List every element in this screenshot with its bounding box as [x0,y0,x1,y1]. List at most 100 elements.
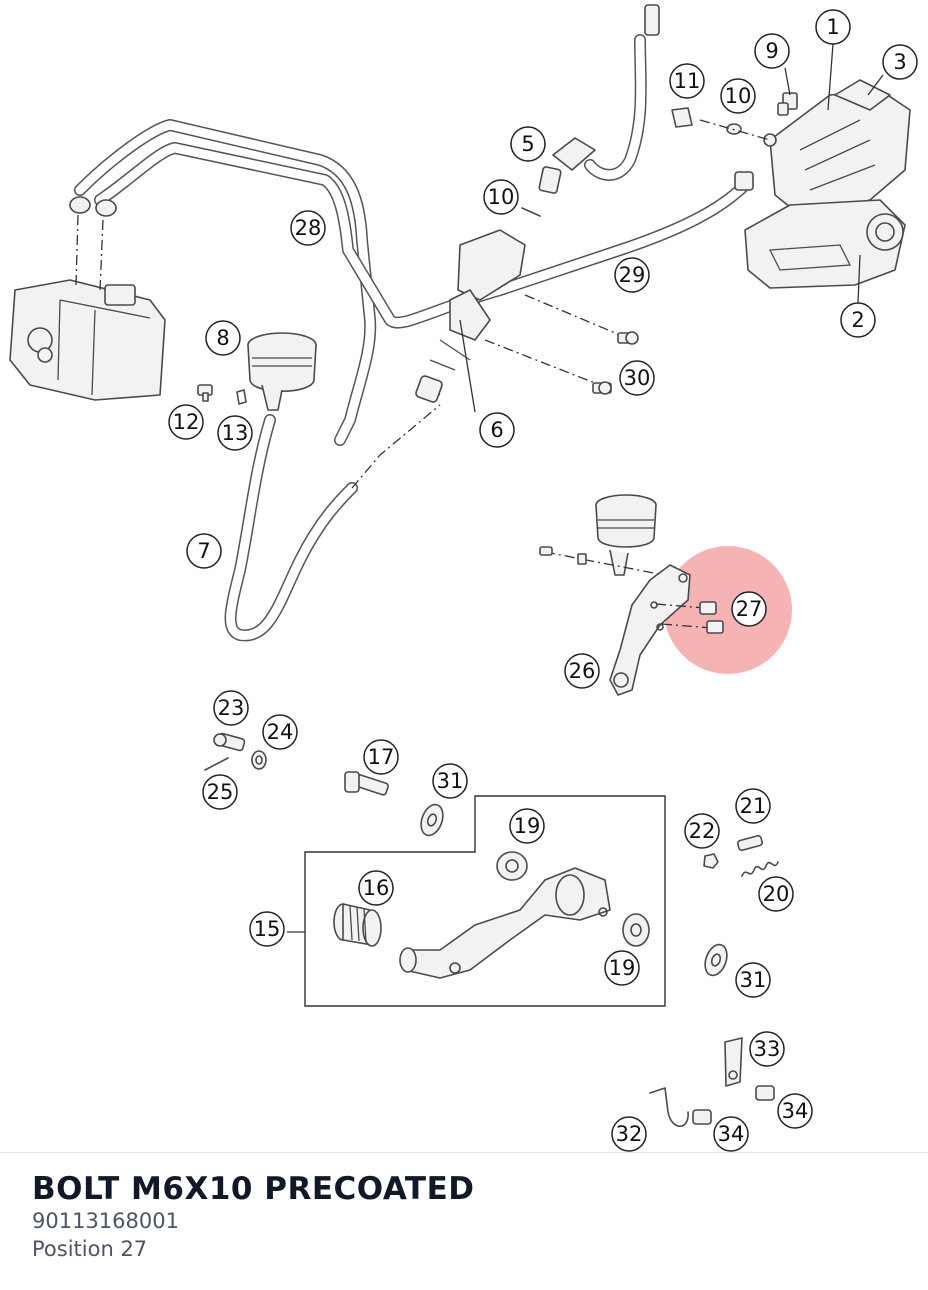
svg-text:32: 32 [616,1122,643,1146]
callout-10-sensor[interactable]: 10 [483,179,519,215]
bolt-23[interactable] [213,732,246,752]
svg-text:2: 2 [851,308,864,332]
caliper-assembly[interactable] [734,79,911,289]
svg-text:8: 8 [216,326,229,350]
pedal-group-15[interactable] [304,795,666,1007]
sensor-5[interactable] [538,137,596,194]
highlight-marker [664,546,792,674]
bolt-21[interactable] [736,834,764,852]
callout-8[interactable]: 8 [205,320,241,356]
callout-32[interactable]: 32 [611,1116,647,1152]
callout-12[interactable]: 12 [168,404,204,440]
svg-text:16: 16 [363,876,390,900]
sensor-cable[interactable] [584,4,660,181]
washer-10[interactable] [699,119,771,141]
callout-13[interactable]: 13 [217,415,253,451]
callout-6[interactable]: 6 [479,412,515,448]
callout-19-bottom[interactable]: 19 [604,950,640,986]
callout-23[interactable]: 23 [213,690,249,726]
callout-19-top[interactable]: 19 [509,808,545,844]
svg-text:34: 34 [782,1099,809,1123]
svg-text:24: 24 [267,720,294,744]
svg-text:31: 31 [437,769,464,793]
bolts-30[interactable] [592,331,639,395]
svg-text:21: 21 [740,794,767,818]
pin-25[interactable] [204,757,229,771]
callout-11[interactable]: 11 [669,63,705,99]
svg-text:33: 33 [754,1037,781,1061]
svg-text:23: 23 [218,696,245,720]
callout-31-top[interactable]: 31 [432,763,468,799]
diagram-canvas: 1 2 3 5 6 7 8 9 10 10 11 12 13 15 16 17 … [9,4,918,1152]
part-title: BOLT M6X10 PRECOATED [32,1171,475,1207]
callout-22[interactable]: 22 [684,813,720,849]
pin-10[interactable] [521,207,541,217]
clamp-33[interactable] [724,1037,743,1087]
clamp-32[interactable] [649,1087,689,1128]
svg-text:22: 22 [689,819,716,843]
clip-13[interactable] [236,389,247,405]
callout-2[interactable]: 2 [840,302,876,338]
svg-text:15: 15 [254,917,281,941]
brake-line-28[interactable] [74,119,751,446]
reservoir-8[interactable] [247,332,317,411]
part-position: Position 27 [32,1237,148,1261]
callout-17[interactable]: 17 [363,739,399,775]
washer-31-bottom[interactable] [701,942,731,979]
callout-28[interactable]: 28 [290,210,326,246]
svg-text:19: 19 [514,814,541,838]
svg-text:11: 11 [674,69,701,93]
svg-text:28: 28 [295,216,322,240]
exploded-parts-diagram[interactable]: 1 2 3 5 6 7 8 9 10 10 11 12 13 15 16 17 … [0,0,928,1152]
bolt-17[interactable] [344,771,389,796]
screw-12[interactable] [197,384,213,402]
screws-34[interactable] [692,1085,775,1125]
callout-5[interactable]: 5 [510,126,546,162]
svg-text:19: 19 [609,956,636,980]
callout-33[interactable]: 33 [749,1031,785,1067]
callout-16[interactable]: 16 [358,870,394,906]
callout-24[interactable]: 24 [262,714,298,750]
svg-text:26: 26 [569,659,596,683]
callout-20[interactable]: 20 [758,876,794,912]
svg-text:17: 17 [368,745,395,769]
nut-22[interactable] [703,853,719,869]
callout-1[interactable]: 1 [815,9,851,45]
callout-7[interactable]: 7 [186,533,222,569]
bracket-26[interactable] [609,564,691,696]
leader-lines [287,43,884,933]
callout-25[interactable]: 25 [202,774,238,810]
part-number: 90113168001 [32,1209,179,1233]
callout-31-bottom[interactable]: 31 [735,962,771,998]
cap-11[interactable] [671,107,693,128]
callout-27[interactable]: 27 [731,591,767,627]
bleeder-9[interactable] [777,92,798,116]
rubber-16[interactable] [333,903,382,947]
callout-21[interactable]: 21 [735,788,771,824]
svg-text:12: 12 [173,410,200,434]
callout-3[interactable]: 3 [882,44,918,80]
brake-line-7[interactable] [224,404,441,642]
callout-30[interactable]: 30 [619,360,655,396]
svg-text:27: 27 [736,597,763,621]
svg-text:5: 5 [521,132,534,156]
bolts-27[interactable] [655,601,724,634]
svg-text:6: 6 [490,418,503,442]
master-cylinder-6[interactable] [415,229,621,403]
callout-26[interactable]: 26 [564,653,600,689]
callout-34-bottom[interactable]: 34 [713,1116,749,1152]
callout-10-caliper[interactable]: 10 [720,78,756,114]
part-info-panel: BOLT M6X10 PRECOATED 90113168001 Positio… [0,1152,928,1290]
callout-34-right[interactable]: 34 [777,1093,813,1129]
abs-unit[interactable] [9,196,166,401]
bearing-19-bottom[interactable] [622,913,650,947]
svg-text:31: 31 [740,968,767,992]
bearing-19-top[interactable] [496,851,528,881]
spring-20[interactable] [741,861,779,877]
pedal-lever[interactable] [399,867,611,979]
callout-15[interactable]: 15 [249,911,285,947]
washer-31-top[interactable] [417,802,447,839]
callout-29[interactable]: 29 [614,257,650,293]
washer-24[interactable] [251,750,267,770]
callout-9[interactable]: 9 [754,33,790,69]
